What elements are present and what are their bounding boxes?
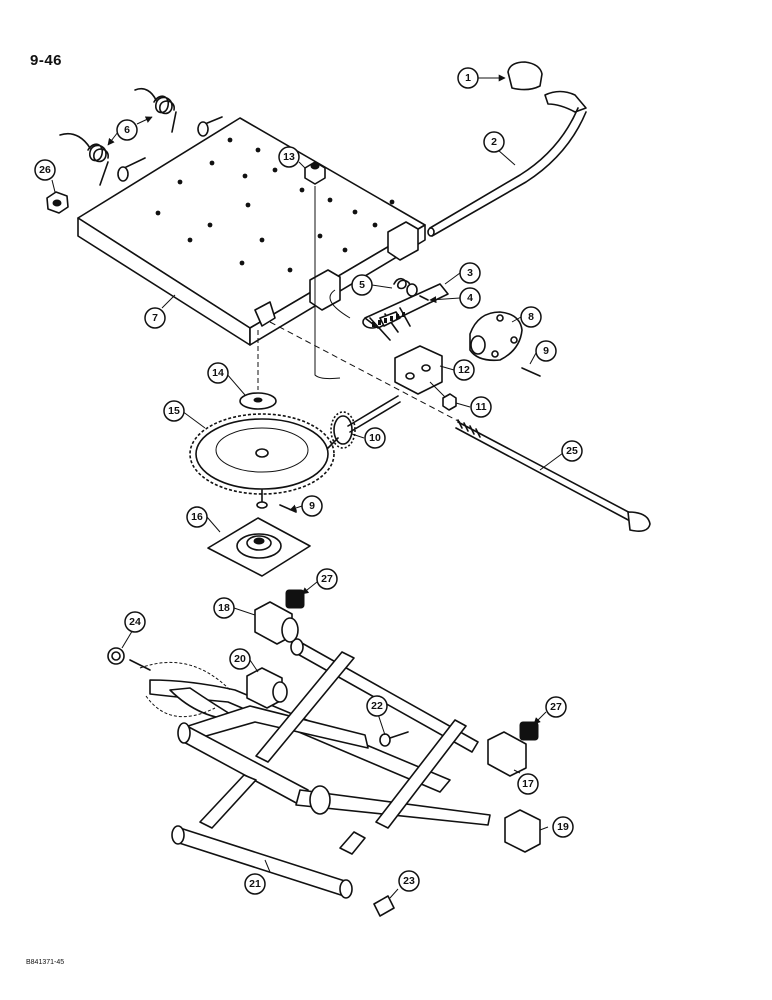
svg-text:2: 2 bbox=[491, 136, 497, 148]
figure-code: B841371-45 bbox=[26, 959, 65, 966]
svg-text:27: 27 bbox=[321, 573, 333, 585]
svg-text:18: 18 bbox=[218, 602, 230, 614]
callout-21: 21 bbox=[244, 873, 266, 895]
svg-text:9: 9 bbox=[543, 345, 549, 357]
adjust-handle bbox=[427, 61, 587, 237]
callout-10: 10 bbox=[364, 427, 386, 449]
svg-text:7: 7 bbox=[152, 312, 158, 324]
long-rod bbox=[269, 321, 651, 532]
spring-pair bbox=[59, 87, 177, 186]
svg-text:3: 3 bbox=[467, 267, 473, 279]
svg-text:14: 14 bbox=[212, 367, 224, 379]
callout-25: 25 bbox=[561, 440, 583, 462]
callout-8: 8 bbox=[520, 306, 542, 328]
svg-text:5: 5 bbox=[359, 279, 365, 291]
washer bbox=[239, 330, 277, 410]
svg-text:16: 16 bbox=[191, 511, 203, 523]
callout-1: 1 bbox=[457, 67, 479, 89]
callout-16: 16 bbox=[186, 506, 208, 528]
scissor-frame bbox=[107, 638, 491, 917]
pinion-gear-shaft bbox=[327, 395, 401, 449]
callout-4: 4 bbox=[459, 287, 481, 309]
mounting-bracket bbox=[394, 345, 457, 411]
svg-text:9: 9 bbox=[309, 500, 315, 512]
large-gear bbox=[189, 413, 335, 513]
bearing-blocks bbox=[246, 589, 541, 853]
svg-text:19: 19 bbox=[557, 821, 569, 833]
callout-26: 26 bbox=[34, 159, 56, 181]
grease-fitting bbox=[304, 161, 341, 380]
callout-14: 14 bbox=[207, 362, 229, 384]
callout-15: 15 bbox=[163, 400, 185, 422]
svg-text:6: 6 bbox=[124, 124, 130, 136]
callout-23: 23 bbox=[398, 870, 420, 892]
svg-text:23: 23 bbox=[403, 875, 415, 887]
svg-text:17: 17 bbox=[522, 778, 534, 790]
callout-20: 20 bbox=[229, 648, 251, 670]
callout-5: 5 bbox=[351, 274, 373, 296]
latch-roller-assembly bbox=[329, 277, 449, 341]
svg-text:11: 11 bbox=[475, 401, 486, 413]
svg-text:4: 4 bbox=[467, 292, 473, 304]
svg-text:1: 1 bbox=[465, 72, 471, 84]
mounting-plate bbox=[207, 517, 311, 577]
svg-text:24: 24 bbox=[129, 616, 141, 628]
callout-12: 12 bbox=[453, 359, 475, 381]
callout-24: 24 bbox=[124, 611, 146, 633]
leader-lines bbox=[51, 74, 564, 899]
svg-text:13: 13 bbox=[283, 151, 295, 163]
callout-7: 7 bbox=[144, 307, 166, 329]
svg-text:21: 21 bbox=[249, 878, 261, 890]
callout-13: 13 bbox=[278, 146, 300, 168]
callout-19: 19 bbox=[552, 816, 574, 838]
seat-base-plate bbox=[77, 116, 426, 346]
callout-11: 11 bbox=[470, 396, 492, 418]
svg-text:26: 26 bbox=[39, 164, 51, 176]
svg-text:20: 20 bbox=[234, 653, 246, 665]
svg-text:10: 10 bbox=[369, 432, 381, 444]
callout-9a: 9 bbox=[535, 340, 557, 362]
svg-text:15: 15 bbox=[168, 405, 180, 417]
svg-text:27: 27 bbox=[550, 701, 562, 713]
callout-22: 22 bbox=[366, 695, 388, 717]
page-number: 9-46 bbox=[30, 52, 63, 69]
callouts: 1 2 3 4 5 6 7 8 9 9 10 11 12 13 14 15 16… bbox=[34, 67, 583, 895]
nut bbox=[46, 191, 69, 214]
svg-text:25: 25 bbox=[566, 445, 578, 457]
callout-3: 3 bbox=[459, 262, 481, 284]
svg-text:22: 22 bbox=[371, 700, 383, 712]
callout-6: 6 bbox=[116, 119, 138, 141]
svg-text:12: 12 bbox=[458, 364, 470, 376]
callout-9b: 9 bbox=[301, 495, 323, 517]
callout-27b: 27 bbox=[545, 696, 567, 718]
drive-motor bbox=[469, 311, 541, 377]
callout-18: 18 bbox=[213, 597, 235, 619]
svg-text:8: 8 bbox=[528, 311, 534, 323]
callout-2: 2 bbox=[483, 131, 505, 153]
callout-17: 17 bbox=[517, 773, 539, 795]
callout-27a: 27 bbox=[316, 568, 338, 590]
